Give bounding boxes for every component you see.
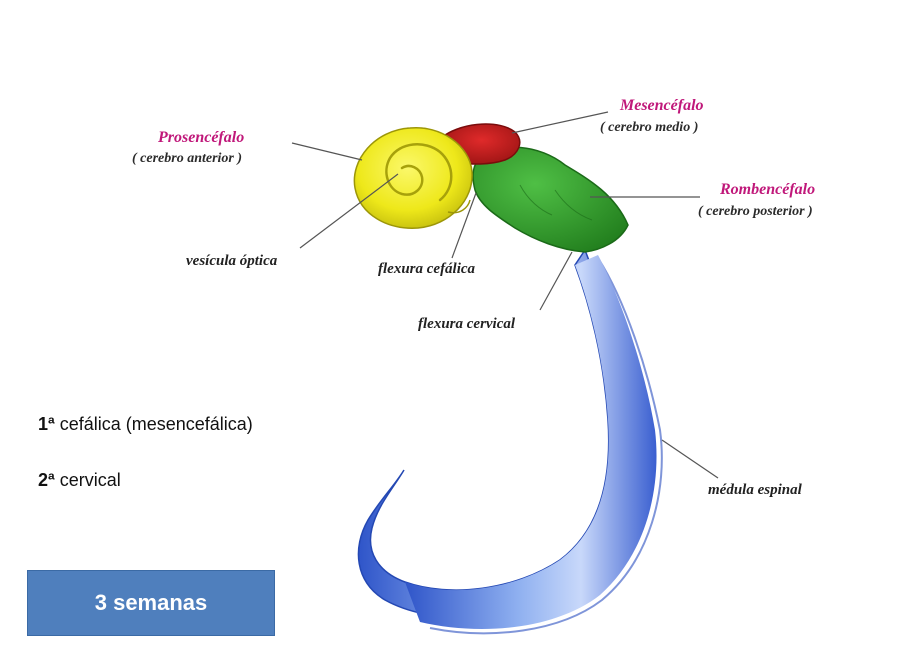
legend-item-1-text: cefálica (mesencefálica) <box>54 414 253 434</box>
label-flexura-cefalica: flexura cefálica <box>378 261 476 277</box>
pointer-flexura-cervical <box>539 251 573 311</box>
pointer-vesicula-optica <box>299 173 399 249</box>
label-mesencefalo-sub: ( cerebro medio ) <box>600 120 699 135</box>
label-prosencefalo: Prosencéfalo <box>158 129 245 146</box>
rombencefalo-shape <box>472 146 629 253</box>
label-medula-espinal: médula espinal <box>708 482 802 498</box>
label-rombencefalo-sub: ( cerebro posterior ) <box>698 204 813 219</box>
label-rombencefalo: Rombencéfalo <box>720 181 816 198</box>
label-prosencefalo-sub: ( cerebro anterior ) <box>132 151 243 166</box>
weeks-badge: 3 semanas <box>27 570 275 636</box>
label-vesicula-optica: vesícula óptica <box>186 253 278 269</box>
legend-item-1-number: 1ª <box>38 414 55 434</box>
medula-shape <box>357 248 663 635</box>
label-flexura-cervical: flexura cervical <box>418 316 516 332</box>
prosencefalo-shape <box>353 127 473 229</box>
pointer-lines <box>291 111 719 479</box>
legend-item-2-text: cervical <box>54 470 121 490</box>
pointer-mesencefalo <box>511 111 609 134</box>
pointer-prosencefalo <box>291 142 363 161</box>
pointer-flexura-cefalica <box>451 192 477 259</box>
legend-item-1: 1ª cefálica (mesencefálica) <box>38 414 253 435</box>
legend-item-2-number: 2ª <box>38 470 55 490</box>
legend-item-2: 2ª cervical <box>38 470 121 491</box>
label-mesencefalo: Mesencéfalo <box>620 97 704 114</box>
pointer-medula-espinal <box>661 439 719 479</box>
